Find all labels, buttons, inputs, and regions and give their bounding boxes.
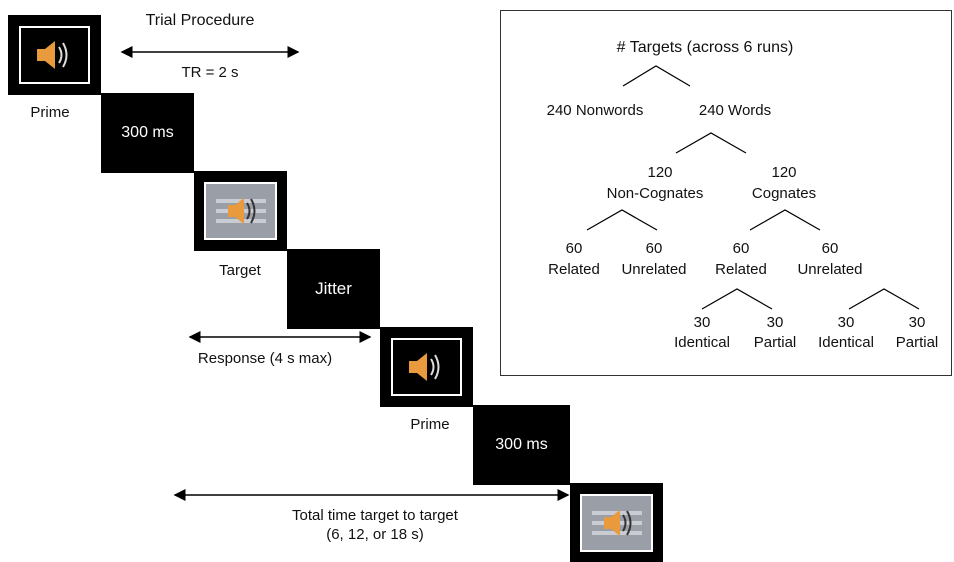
prime-label-1: Prime xyxy=(30,104,70,121)
target-screen-2 xyxy=(570,483,663,562)
tree-cu-partial: Partial xyxy=(895,334,939,351)
target-screen-1 xyxy=(194,171,287,251)
prime-frame xyxy=(19,26,90,84)
tr-label: TR = 2 s xyxy=(181,64,239,81)
target-label: Target xyxy=(219,262,261,279)
tree-cu-identical: Identical xyxy=(818,334,874,351)
speaker-icon xyxy=(408,353,439,381)
tree-nc-unrelated-count: 60 xyxy=(645,240,663,257)
targets-tree-panel xyxy=(500,10,952,376)
tree-cr-identical-count: 30 xyxy=(693,314,711,331)
speaker-icon xyxy=(215,198,266,224)
tree-nonwords: 240 Nonwords xyxy=(546,102,644,119)
tree-c-unrelated-count: 60 xyxy=(821,240,839,257)
response-label: Response (4 s max) xyxy=(197,350,333,367)
total-time-values: (6, 12, or 18 s) xyxy=(326,526,424,543)
tree-words: 240 Words xyxy=(698,102,772,119)
tree-root: # Targets (across 6 runs) xyxy=(616,39,794,56)
tree-nc-unrelated: Unrelated xyxy=(621,261,687,278)
procedure-title: Trial Procedure xyxy=(145,12,255,29)
tree-cr-identical: Identical xyxy=(674,334,730,351)
tree-nc-related-count: 60 xyxy=(565,240,583,257)
isi-text-2: 300 ms xyxy=(495,436,548,453)
tree-cog: Cognates xyxy=(751,185,817,202)
isi-text-1: 300 ms xyxy=(121,124,174,141)
tree-noncog-count: 120 xyxy=(647,164,673,181)
isi-screen-1: 300 ms xyxy=(101,93,194,173)
tree-cu-partial-count: 30 xyxy=(908,314,926,331)
tree-nc-related: Related xyxy=(548,261,600,278)
target-frame xyxy=(580,493,653,552)
isi-screen-2: 300 ms xyxy=(473,405,570,485)
target-frame xyxy=(204,182,277,240)
tree-cog-count: 120 xyxy=(771,164,797,181)
tree-cu-identical-count: 30 xyxy=(837,314,855,331)
prime-screen-1 xyxy=(8,15,101,95)
jitter-text: Jitter xyxy=(315,279,352,298)
tree-cr-partial-count: 30 xyxy=(766,314,784,331)
speaker-icon xyxy=(591,509,642,536)
tree-branches xyxy=(586,65,920,310)
tree-cr-partial: Partial xyxy=(753,334,797,351)
tree-c-related-count: 60 xyxy=(732,240,750,257)
speaker-icon xyxy=(36,41,67,69)
prime-frame xyxy=(391,338,462,396)
prime-screen-2 xyxy=(380,327,473,407)
tree-c-related: Related xyxy=(715,261,767,278)
jitter-screen: Jitter xyxy=(287,249,380,329)
total-time-label: Total time target to target xyxy=(292,507,458,524)
prime-label-2: Prime xyxy=(410,416,450,433)
tree-noncog: Non-Cognates xyxy=(606,185,704,202)
tree-c-unrelated: Unrelated xyxy=(797,261,863,278)
